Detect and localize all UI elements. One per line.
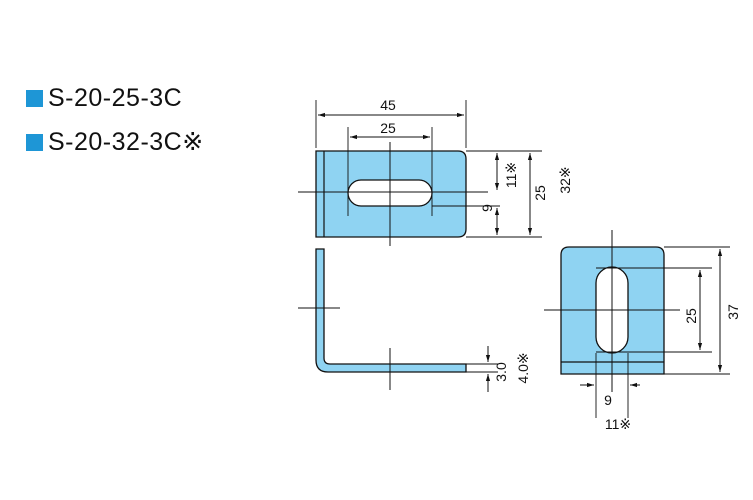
dim-label-side-11: 11※ [605, 416, 631, 432]
legend-item-s-20-32-3c: S-20-32-3C※ [26, 127, 204, 157]
dim-label-3-0: 3.0 [493, 362, 509, 382]
dim-label-45: 45 [380, 97, 396, 113]
top-view [298, 142, 488, 246]
dim-label-side-25: 25 [683, 308, 699, 324]
dim-label-25v: 25 [532, 185, 548, 201]
dim-label-9: 9 [479, 204, 495, 212]
legend-item-s-20-25-3c: S-20-25-3C [26, 84, 182, 113]
legend-label: S-20-32-3C※ [48, 128, 204, 156]
l-bracket [315, 248, 467, 373]
dim-label-4-0: 4.0※ [515, 352, 531, 383]
front-view [298, 248, 467, 390]
side-view [544, 230, 680, 392]
legend-square-icon [26, 90, 43, 107]
top-dimensions: 45 25 11※ 9 25 32※ [315, 97, 573, 238]
dim-label-25: 25 [380, 120, 396, 136]
dim-label-side-9: 9 [604, 392, 612, 408]
side-dimensions: 25 37 9 11※ [580, 246, 741, 432]
legend-square-icon [26, 133, 43, 151]
dim-label-37: 37 [725, 304, 741, 320]
dim-label-32: 32※ [557, 166, 573, 193]
dim-label-11: 11※ [503, 162, 519, 188]
thickness-dimensions: 3.0 4.0※ [466, 346, 531, 392]
legend-label: S-20-25-3C [48, 84, 183, 112]
